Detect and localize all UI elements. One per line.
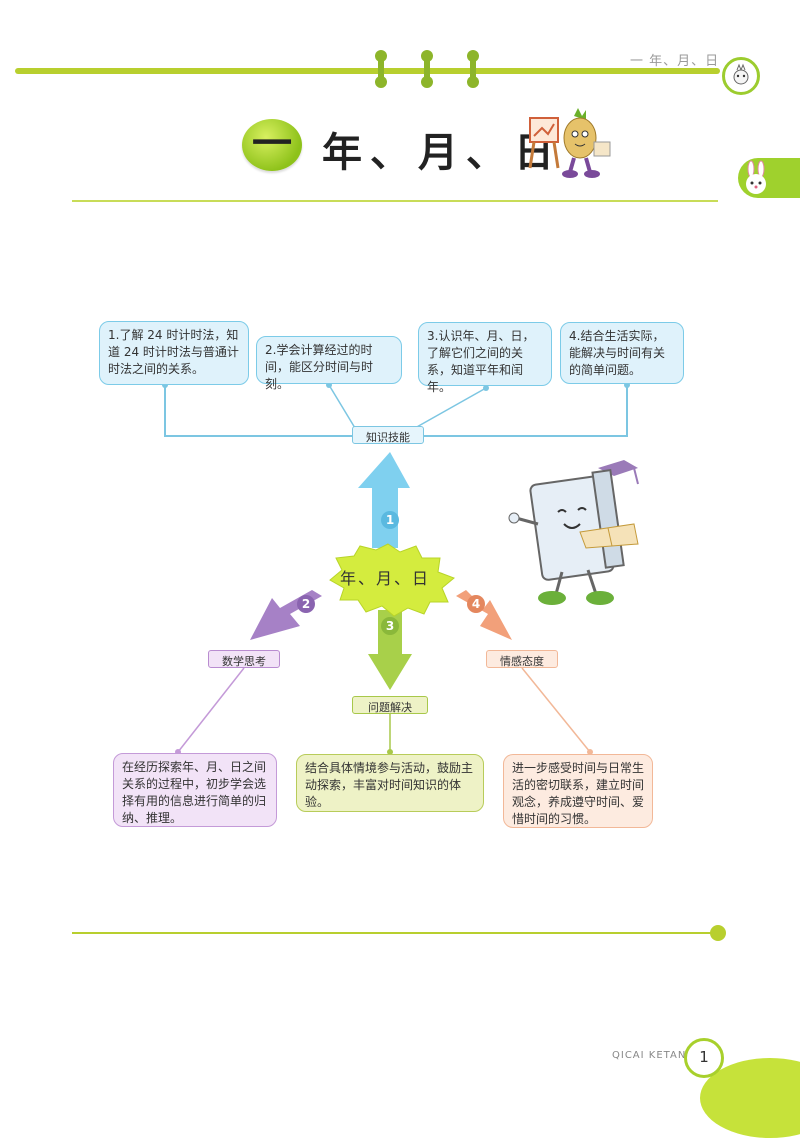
chapter-title: 年、月、日 <box>322 130 562 176</box>
binder-peg <box>421 50 433 88</box>
arrow-knowledge <box>358 452 410 548</box>
page-number: 1 <box>684 1038 724 1078</box>
knowledge-item-3: 3.认识年、月、日，了解它们之间的关系，知道平年和闰年。 <box>418 322 552 394</box>
center-burst-shape <box>329 543 455 617</box>
header-rule <box>15 68 720 74</box>
connector-item-3 <box>414 387 487 429</box>
footer-brand: QICAI KETANG <box>612 1050 696 1061</box>
attitude-text: 进一步感受时间与日常生活的密切联系，建立时间观念，养成遵守时间、爱惜时间的习惯。 <box>503 754 653 828</box>
book-mascot-icon <box>506 452 656 610</box>
bottom-rule-dot <box>710 925 726 941</box>
connector-item-2 <box>328 384 356 429</box>
problem-solving-label: 问题解决 <box>352 696 428 714</box>
number-3: 3 <box>385 619 395 633</box>
center-topic: 年、月、日 <box>340 569 431 588</box>
bunny-icon <box>742 160 770 196</box>
knowledge-item-4: 4.结合生活实际，能解决与时间有关的简单问题。 <box>560 322 684 384</box>
attitude-label: 情感态度 <box>486 650 558 668</box>
knowledge-item-2: 2.学会计算经过的时间，能区分时间与时刻。 <box>256 336 402 391</box>
math-thinking-label: 数学思考 <box>208 650 280 668</box>
header-badge-icon <box>722 57 760 95</box>
pineapple-mascot-icon <box>526 108 616 184</box>
connector-math <box>177 667 245 753</box>
binder-peg <box>375 50 387 88</box>
title-rule <box>72 200 718 202</box>
number-1: 1 <box>385 513 395 527</box>
binder-peg <box>467 50 479 88</box>
connector-attitude <box>521 667 591 753</box>
knowledge-label: 知识技能 <box>352 426 424 444</box>
math-thinking-text: 在经历探索年、月、日之间关系的过程中，初步学会选择有用的信息进行简单的归纳、推理… <box>113 753 277 827</box>
running-title: 一 年、月、日 <box>630 54 720 69</box>
mindmap-connectors <box>162 382 630 755</box>
chapter-number: 一 <box>252 121 292 167</box>
knowledge-item-1: 1.了解 24 时计时法，知道 24 时计时法与普通计时法之间的关系。 <box>99 321 249 385</box>
bottom-rule <box>72 932 718 934</box>
number-4: 4 <box>471 597 481 611</box>
arrow-problem-solving <box>368 610 412 690</box>
number-2: 2 <box>301 597 311 611</box>
problem-solving-text: 结合具体情境参与活动，鼓励主动探索，丰富对时间知识的体验。 <box>296 754 484 812</box>
chapter-number-badge <box>242 119 302 171</box>
